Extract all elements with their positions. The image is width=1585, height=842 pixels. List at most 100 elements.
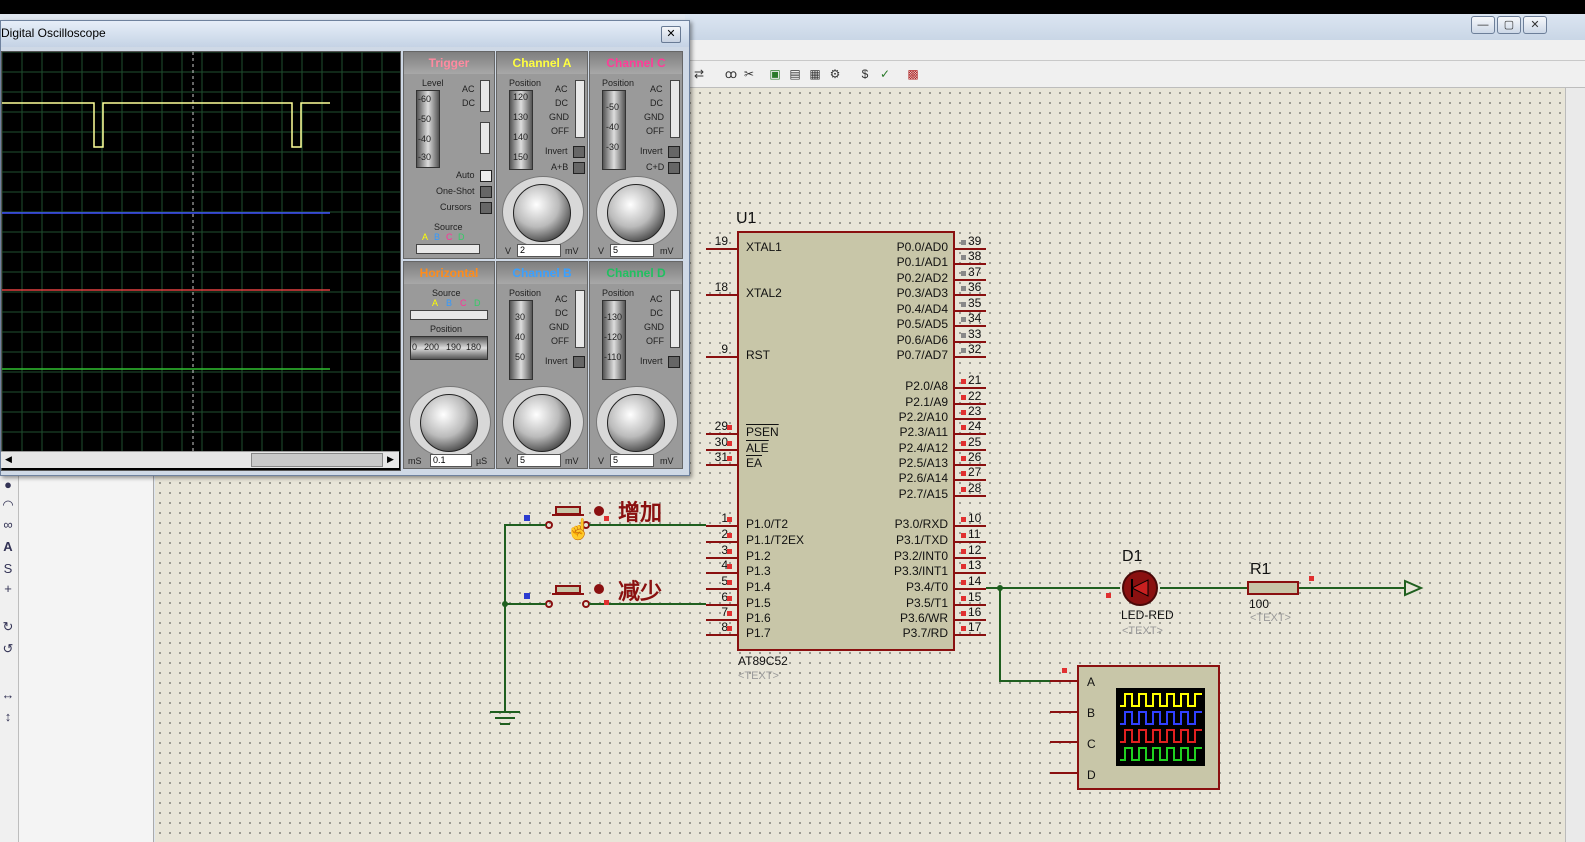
channel-d-scale-knob[interactable] bbox=[607, 394, 665, 452]
channel-d-position-slider[interactable] bbox=[602, 300, 626, 380]
pin-marker bbox=[727, 626, 732, 631]
channel-b-scale-knob[interactable] bbox=[513, 394, 571, 452]
pin-line bbox=[706, 541, 738, 543]
menu-bar bbox=[685, 40, 1585, 61]
pin-line bbox=[706, 634, 738, 636]
level-tick: -50 bbox=[418, 114, 432, 124]
close-window-button[interactable]: ✕ bbox=[1523, 16, 1547, 34]
maximize-button[interactable]: ▢ bbox=[1497, 16, 1521, 34]
symbol-icon[interactable]: S bbox=[3, 561, 13, 576]
pin-line bbox=[954, 403, 986, 405]
horizontal-source-slider[interactable] bbox=[410, 310, 488, 320]
mirror-x-icon[interactable]: ↔ bbox=[1, 687, 15, 702]
pin-marker bbox=[604, 600, 609, 605]
source-d: D bbox=[474, 298, 481, 308]
channel-d-scale-value[interactable]: 5 bbox=[610, 454, 654, 467]
horizontal-scale-value[interactable]: 0.1 bbox=[430, 454, 472, 467]
scroll-right-icon[interactable]: ▶ bbox=[387, 454, 394, 464]
channel-c-invert-checkbox[interactable] bbox=[668, 146, 680, 158]
channel-a-position-slider[interactable] bbox=[509, 90, 533, 170]
netlist-icon[interactable]: ▣ bbox=[769, 67, 781, 81]
frame-icon[interactable]: ▦ bbox=[809, 67, 821, 81]
package-icon[interactable]: ⚙ bbox=[829, 67, 841, 81]
channel-a-scale-knob[interactable] bbox=[513, 184, 571, 242]
channel-c-coupling-switch[interactable] bbox=[670, 80, 680, 138]
rotate-ccw-icon[interactable]: ↺ bbox=[2, 641, 14, 656]
resistor-symbol bbox=[1247, 581, 1299, 595]
channel-c-scale-value[interactable]: 5 bbox=[610, 244, 654, 257]
trigger-source-slider[interactable] bbox=[416, 244, 480, 254]
pin-line bbox=[706, 619, 738, 621]
channel-a-coupling-switch[interactable] bbox=[575, 80, 585, 138]
osc-title: Digital Oscilloscope bbox=[1, 26, 106, 40]
check-icon[interactable]: ✓ bbox=[879, 67, 891, 81]
channel-a-invert-checkbox[interactable] bbox=[573, 146, 585, 158]
tick: 180 bbox=[466, 342, 482, 352]
channel-d-coupling-switch[interactable] bbox=[670, 290, 680, 348]
channel-c-position-slider[interactable] bbox=[602, 90, 626, 170]
pin-marker bbox=[604, 516, 609, 521]
mirror-y-icon[interactable]: ↕ bbox=[4, 709, 12, 724]
osc-close-button[interactable]: ✕ bbox=[661, 26, 681, 43]
coupling-gnd: GND bbox=[549, 112, 569, 122]
invert-label: Invert bbox=[640, 146, 663, 156]
pin-number: 30 bbox=[714, 435, 728, 449]
coupling-switch[interactable] bbox=[480, 80, 490, 112]
one-shot-checkbox[interactable] bbox=[480, 186, 492, 198]
horizontal-position-slider[interactable] bbox=[410, 336, 488, 360]
pin-line bbox=[954, 294, 986, 296]
channel-b-invert-checkbox[interactable] bbox=[573, 356, 585, 368]
marker-icon[interactable]: + bbox=[4, 581, 12, 596]
pin-line bbox=[954, 341, 986, 343]
channel-b-position-slider[interactable] bbox=[509, 300, 533, 380]
cursors-checkbox[interactable] bbox=[480, 202, 492, 214]
channel-c-combine-checkbox[interactable] bbox=[668, 162, 680, 174]
pin-line bbox=[954, 541, 986, 543]
pin-number: 8 bbox=[721, 620, 728, 634]
text-icon[interactable]: A bbox=[3, 539, 13, 554]
bill-icon[interactable]: $ bbox=[861, 67, 869, 81]
rotate-cw-icon[interactable]: ↻ bbox=[2, 619, 14, 634]
scroll-thumb[interactable] bbox=[251, 453, 383, 467]
scroll-left-icon[interactable]: ◀ bbox=[5, 454, 12, 464]
source-d: D bbox=[458, 232, 465, 242]
tick: 130 bbox=[513, 112, 529, 122]
path-icon[interactable]: ∞ bbox=[3, 517, 13, 532]
channel-d-invert-checkbox[interactable] bbox=[668, 356, 680, 368]
arc-icon[interactable]: ◠ bbox=[2, 497, 14, 512]
pin-label: P3.5/T1 bbox=[905, 596, 948, 610]
pin-label: P3.7/RD bbox=[902, 626, 948, 640]
channel-b-scale-value[interactable]: 5 bbox=[517, 454, 561, 467]
auto-checkbox[interactable] bbox=[480, 170, 492, 182]
minimize-button[interactable]: — bbox=[1471, 16, 1495, 34]
pin-marker bbox=[961, 348, 966, 353]
tick: 30 bbox=[515, 312, 526, 322]
horizontal-scale-knob[interactable] bbox=[420, 394, 478, 452]
page-icon[interactable]: ▤ bbox=[789, 67, 801, 81]
pin-line bbox=[706, 525, 738, 527]
trace-a bbox=[2, 102, 330, 148]
trigger-header: Trigger bbox=[404, 52, 494, 74]
channel-a-scale-value[interactable]: 2 bbox=[517, 244, 561, 257]
vertical-scrollbar[interactable] bbox=[1565, 88, 1585, 842]
osc-title-bar[interactable]: Digital Oscilloscope ✕ bbox=[1, 21, 689, 47]
channel-b-coupling-switch[interactable] bbox=[575, 290, 585, 348]
tick: -120 bbox=[604, 332, 623, 342]
oscilloscope-window[interactable]: Digital Oscilloscope ✕ ◀ ▶ Trigger Level… bbox=[0, 20, 690, 476]
pin-marker bbox=[524, 515, 530, 521]
pick-icon[interactable]: ⇄ bbox=[693, 67, 705, 81]
level-slider[interactable] bbox=[416, 90, 440, 168]
osc-horizontal-scrollbar[interactable]: ◀ ▶ bbox=[1, 451, 399, 468]
channel-c-scale-knob[interactable] bbox=[607, 184, 665, 242]
binoculars-icon[interactable]: ꝏ bbox=[724, 67, 738, 81]
pin-line bbox=[706, 449, 738, 451]
pin-label: P2.3/A11 bbox=[899, 425, 948, 439]
circle-icon[interactable]: ● bbox=[4, 477, 12, 492]
ares-icon[interactable]: ▩ bbox=[907, 67, 919, 81]
channel-a-combine-checkbox[interactable] bbox=[573, 162, 585, 174]
pin-label: P3.6/WR bbox=[899, 611, 948, 625]
tools-icon[interactable]: ✂ bbox=[743, 67, 755, 81]
trigger-source-label: Source bbox=[434, 222, 463, 232]
edge-switch[interactable] bbox=[480, 122, 490, 154]
